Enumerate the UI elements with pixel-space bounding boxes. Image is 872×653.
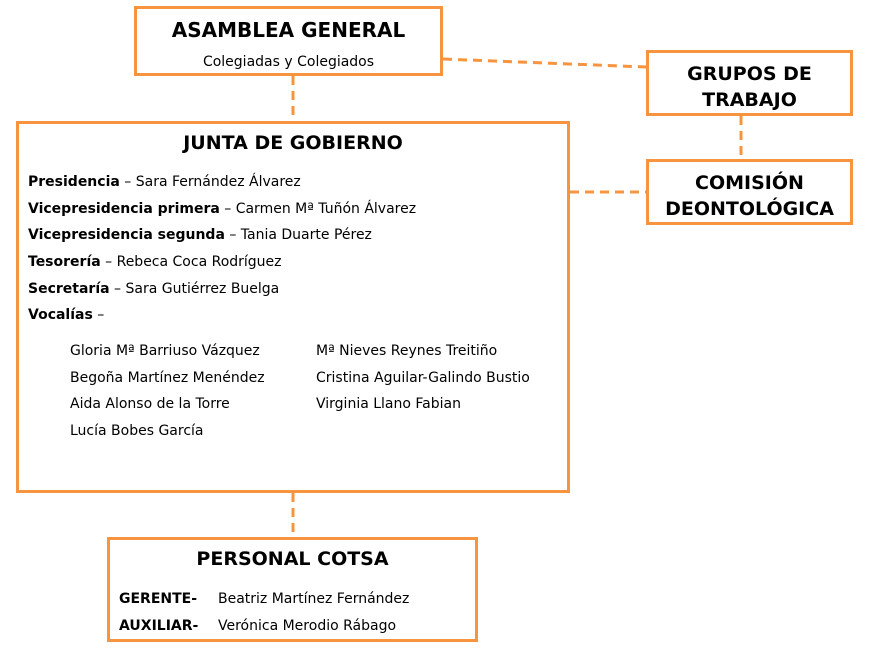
grupos-title-line1: GRUPOS DE bbox=[687, 63, 812, 85]
connector-asamblea-grupos bbox=[442, 57, 647, 69]
vocal-name: Begoña Martínez Menéndez bbox=[70, 370, 265, 386]
role-secretaria: Secretaría – Sara Gutiérrez Buelga bbox=[28, 281, 279, 297]
staff-role-gerente: GERENTE- bbox=[119, 591, 198, 607]
grupos-title: GRUPOS DE TRABAJO bbox=[649, 61, 850, 113]
comision-title-line2: DEONTOLÓGICA bbox=[665, 198, 834, 220]
role-name: Sara Gutiérrez Buelga bbox=[125, 281, 280, 297]
role-label: Secretaría bbox=[28, 281, 110, 297]
role-separator: – bbox=[109, 281, 126, 297]
role-label: Presidencia bbox=[28, 174, 120, 190]
grupos-title-line2: TRABAJO bbox=[702, 89, 797, 111]
role-label: Vicepresidencia primera bbox=[28, 201, 220, 217]
role-name: Tania Duarte Pérez bbox=[240, 227, 372, 243]
vocal-name: Virginia Llano Fabian bbox=[316, 396, 461, 412]
role-name: Carmen Mª Tuñón Álvarez bbox=[235, 201, 417, 217]
vocal-name: Lucía Bobes García bbox=[70, 423, 204, 439]
staff-name-auxiliar: Verónica Merodio Rábago bbox=[218, 618, 397, 634]
comision-deontologica-box: COMISIÓN DEONTOLÓGICA bbox=[646, 159, 853, 225]
role-vicepresidencia-segunda: Vicepresidencia segunda – Tania Duarte P… bbox=[28, 227, 372, 243]
role-presidencia: Presidencia – Sara Fernández Álvarez bbox=[28, 174, 301, 190]
personal-title: PERSONAL COTSA bbox=[196, 548, 389, 570]
role-vocalias: Vocalías – bbox=[28, 307, 104, 323]
role-label: Vocalías bbox=[28, 307, 93, 323]
vocal-name: Gloria Mª Barriuso Vázquez bbox=[70, 343, 260, 359]
role-separator: – bbox=[119, 174, 136, 190]
asamblea-subtitle: Colegiadas y Colegiados bbox=[202, 54, 375, 70]
role-tesoreria: Tesorería – Rebeca Coca Rodríguez bbox=[28, 254, 282, 270]
role-separator: – bbox=[219, 201, 236, 217]
role-vicepresidencia-primera: Vicepresidencia primera – Carmen Mª Tuñó… bbox=[28, 201, 416, 217]
role-separator: – bbox=[92, 307, 105, 323]
comision-title-line1: COMISIÓN bbox=[695, 172, 804, 194]
role-label: Tesorería bbox=[28, 254, 101, 270]
vocal-name: Aida Alonso de la Torre bbox=[70, 396, 230, 412]
role-label: Vicepresidencia segunda bbox=[28, 227, 225, 243]
comision-title: COMISIÓN DEONTOLÓGICA bbox=[649, 170, 850, 222]
personal-cotsa-box: PERSONAL COTSA GERENTE- Beatriz Martínez… bbox=[107, 537, 478, 642]
role-separator: – bbox=[224, 227, 241, 243]
role-separator: – bbox=[100, 254, 117, 270]
staff-name-gerente: Beatriz Martínez Fernández bbox=[218, 591, 410, 607]
junta-title: JUNTA DE GOBIERNO bbox=[183, 132, 403, 154]
vocal-name: Mª Nieves Reynes Treitiño bbox=[316, 343, 498, 359]
role-name: Sara Fernández Álvarez bbox=[135, 174, 301, 190]
grupos-trabajo-box: GRUPOS DE TRABAJO bbox=[646, 50, 853, 116]
staff-role-auxiliar: AUXILIAR- bbox=[119, 618, 199, 634]
junta-gobierno-box: JUNTA DE GOBIERNO Presidencia – Sara Fer… bbox=[16, 121, 570, 493]
vocal-name: Cristina Aguilar-Galindo Bustio bbox=[316, 370, 530, 386]
asamblea-title: ASAMBLEA GENERAL bbox=[171, 18, 406, 42]
role-name: Rebeca Coca Rodríguez bbox=[116, 254, 282, 270]
asamblea-general-box: ASAMBLEA GENERAL Colegiadas y Colegiados bbox=[134, 6, 443, 76]
